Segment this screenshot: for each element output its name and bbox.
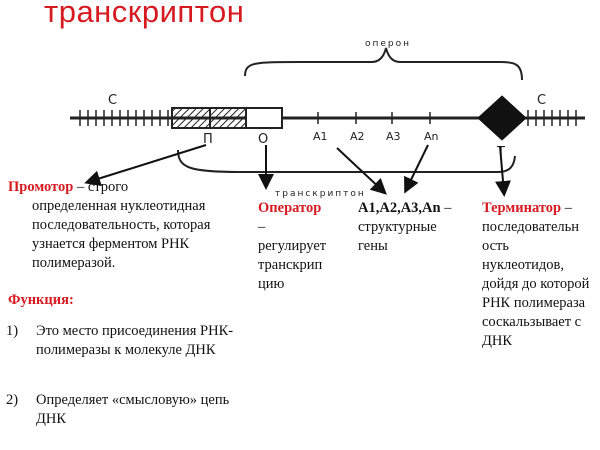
end-label-right: С [537, 93, 546, 108]
transcripton-brace [177, 149, 516, 173]
dna-ticks-right [527, 110, 577, 126]
terminator-term: Терминатор [482, 200, 562, 216]
function-item-number: 2) [6, 392, 19, 408]
operator-term: Оператор [258, 200, 322, 216]
dna-ticks-left [79, 110, 169, 126]
genes-dash: – [440, 200, 452, 216]
end-label-left: С [108, 93, 117, 108]
promoter-term: Промотор [8, 179, 74, 195]
function-item: 1) Это место присоединения РНК-полимераз… [0, 322, 240, 360]
promoter-desc-first: – строго [73, 179, 129, 195]
terminator-dash: – [561, 200, 572, 216]
operon-diagram: оперон С С П О A1 A2 A3 An Т транскрипто [70, 39, 585, 199]
function-item-text: Это место присоединения РНК-полимеразы к… [36, 323, 234, 358]
function-item-number: 1) [6, 323, 19, 339]
genes-description: A1,A2,A3,An – структурные гены [358, 199, 458, 256]
label-a3: A3 [386, 130, 401, 143]
label-a2: A2 [350, 130, 365, 143]
promoter-description: Промотор – строго определенная нуклеотид… [8, 178, 240, 273]
terminator-desc: последовательн ость нуклеотидов, дойдя д… [482, 219, 590, 349]
operon-label: оперон [365, 39, 411, 49]
operon-brace [244, 47, 523, 81]
arrow-promoter [84, 144, 207, 187]
operator-dash: – [258, 219, 266, 235]
label-a1: A1 [313, 130, 328, 143]
arrow-genes-b [404, 144, 429, 194]
transcripton-label: транскриптон [275, 189, 366, 199]
promoter-desc-rest: определенная нуклеотидная последовательн… [32, 198, 211, 271]
slide-title: транскриптон [44, 0, 245, 29]
gene-markers [317, 112, 431, 124]
operator-desc: регулирует транскрип цию [258, 238, 327, 292]
operator-description: Оператор – регулирует транскрип цию [258, 199, 338, 294]
terminator-diamond [477, 95, 527, 141]
genes-desc: структурные гены [358, 219, 437, 254]
label-p: П [203, 132, 213, 147]
arrow-genes-a [336, 147, 387, 195]
label-an: An [424, 130, 439, 143]
function-heading: Функция: [8, 292, 74, 308]
function-item: 2) Определяет «смысловую» цепь ДНК [0, 391, 240, 429]
operator-box [245, 107, 283, 129]
label-o: О [258, 132, 268, 147]
genes-term: A1,A2,A3,An [358, 200, 441, 216]
terminator-description: Терминатор – последовательн ость нуклеот… [482, 199, 594, 351]
arrow-terminator [495, 145, 511, 197]
function-item-text: Определяет «смысловую» цепь ДНК [36, 392, 230, 427]
